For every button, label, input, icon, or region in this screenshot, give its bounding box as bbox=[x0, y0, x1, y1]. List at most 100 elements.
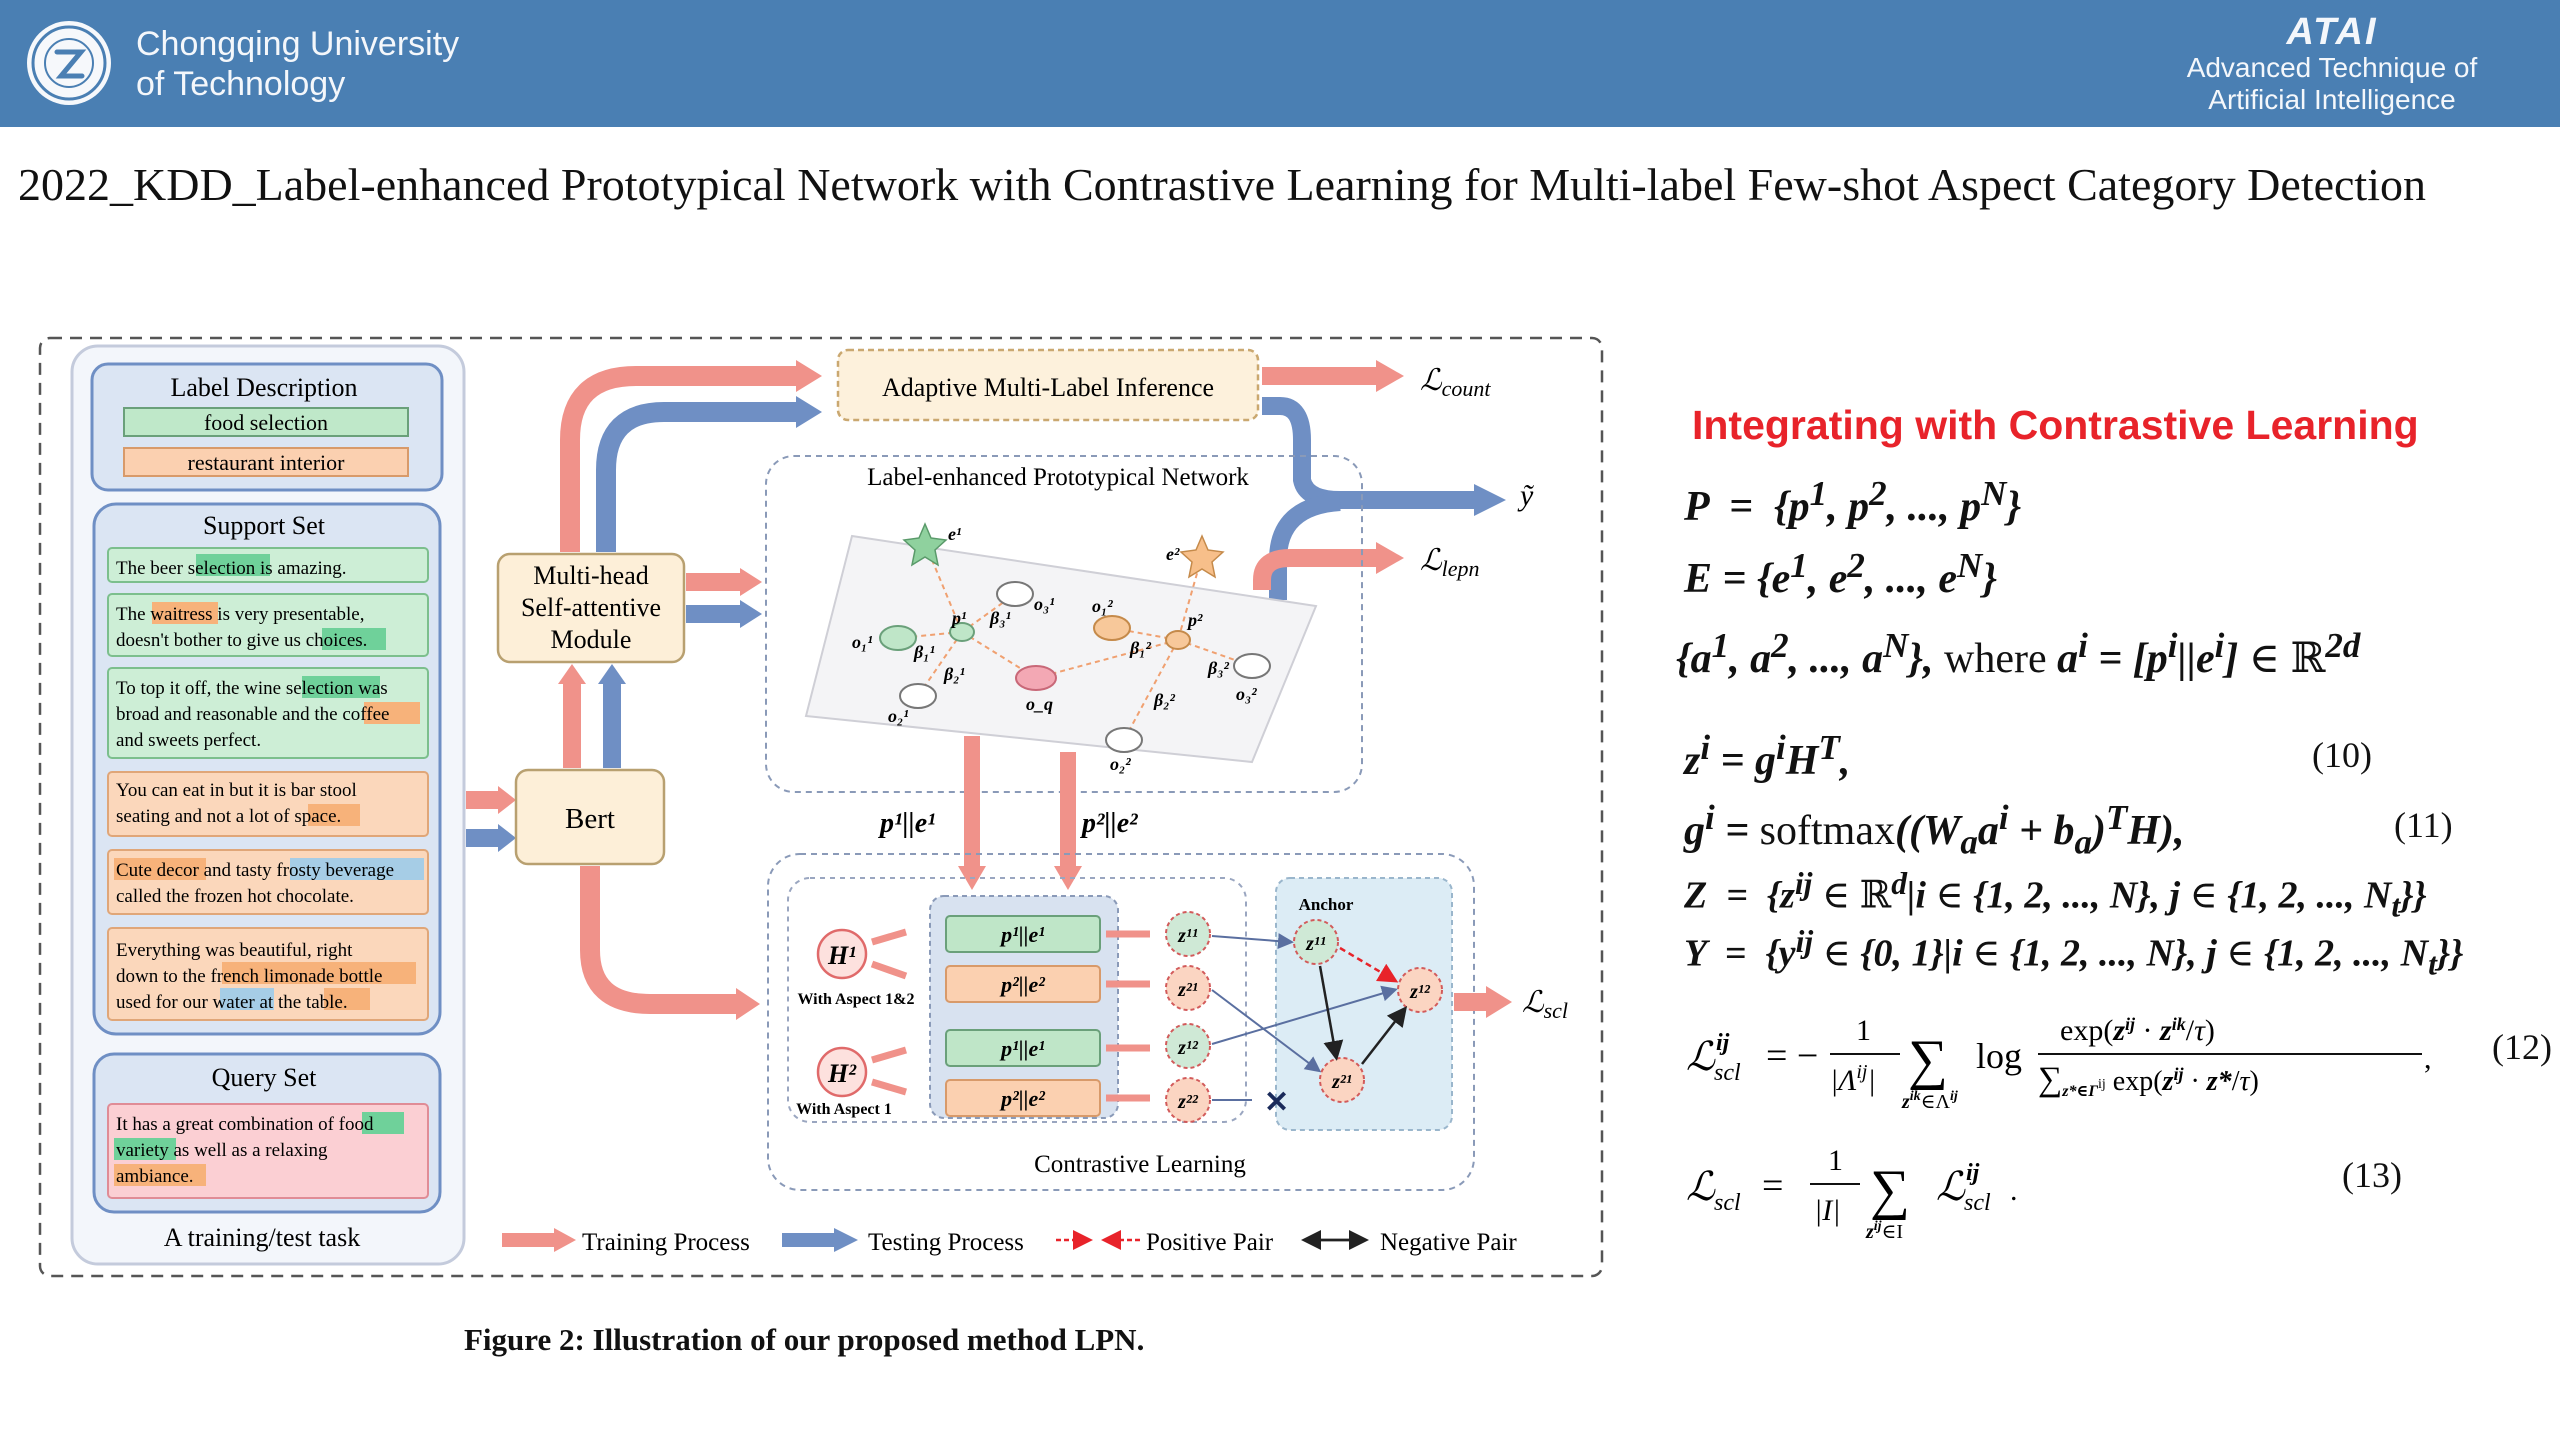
svg-text:zik∈Λij: zik∈Λij bbox=[1901, 1089, 1958, 1113]
concat-label-2: p²||e² bbox=[1080, 808, 1138, 839]
z-nodes: z¹¹ z²¹ z¹² z²² bbox=[1165, 911, 1211, 1123]
svg-text:ij: ij bbox=[1716, 1030, 1730, 1056]
train-arrow-to-ami bbox=[560, 366, 800, 552]
svg-text:o₃²: o₃² bbox=[1236, 684, 1257, 704]
task-label: A training/test task bbox=[164, 1223, 360, 1252]
equation-y: Y = {yij ∈ {0, 1}|i ∈ {1, 2, ..., N}, j … bbox=[1684, 924, 2464, 982]
figure-caption: Figure 2: Illustration of our proposed m… bbox=[464, 1322, 1145, 1357]
contrastive-inner bbox=[787, 877, 1247, 1123]
svg-text:∑: ∑ bbox=[1908, 1029, 1948, 1091]
h2-node bbox=[816, 1046, 868, 1098]
support-set-box: Support Set The beer selection is amazin… bbox=[92, 502, 442, 1036]
label-restaurant-interior: restaurant interior bbox=[188, 450, 346, 475]
svg-text:zij∈I: zij∈I bbox=[1865, 1219, 1903, 1243]
svg-text:o₁¹: o₁¹ bbox=[852, 632, 873, 652]
header-bar: Chongqing University of Technology ATAI … bbox=[0, 0, 2560, 127]
equation-number-12: (12) bbox=[2492, 1027, 2552, 1067]
svg-text:o₂¹: o₂¹ bbox=[888, 706, 909, 726]
svg-text:p¹||e¹: p¹||e¹ bbox=[999, 922, 1045, 947]
svg-text:z¹¹: z¹¹ bbox=[1177, 925, 1198, 947]
university-line-2: of Technology bbox=[136, 65, 346, 103]
svg-text:p²||e²: p²||e² bbox=[999, 1086, 1045, 1111]
svg-text:ℒ: ℒ bbox=[1686, 1034, 1716, 1079]
svg-text:z¹¹: z¹¹ bbox=[1305, 933, 1326, 955]
svg-text:β₂²: β₂² bbox=[1153, 690, 1175, 710]
svg-text:= −: = − bbox=[1766, 1035, 1818, 1077]
svg-text:∑: ∑ bbox=[1870, 1159, 1910, 1221]
svg-text:e¹: e¹ bbox=[948, 524, 961, 544]
svg-text:z²¹: z²¹ bbox=[1331, 1071, 1352, 1093]
lpn-label: Label-enhanced Prototypical Network bbox=[867, 464, 1249, 491]
legend-testing: Testing Process bbox=[868, 1229, 1024, 1256]
embedding-plane bbox=[804, 534, 1318, 764]
loss-scl-label: ℒscl bbox=[1522, 986, 1568, 1023]
aspect12-label: With Aspect 1&2 bbox=[797, 991, 914, 1008]
lab-full-line-1: Advanced Technique of bbox=[2186, 52, 2478, 83]
svg-text:log: log bbox=[1976, 1036, 2022, 1076]
figure-legend: Training Process Testing Process Positiv… bbox=[502, 1228, 1517, 1256]
svg-text:1: 1 bbox=[1828, 1144, 1843, 1177]
svg-text:β₁¹: β₁¹ bbox=[913, 642, 935, 662]
svg-text:|I|: |I| bbox=[1814, 1194, 1840, 1227]
mhsa-line-3: Module bbox=[551, 625, 632, 654]
university-line-1: Chongqing University bbox=[136, 25, 460, 63]
svg-text:H¹: H¹ bbox=[827, 941, 856, 970]
ami-label: Adaptive Multi-Label Inference bbox=[882, 373, 1214, 402]
svg-text:ij: ij bbox=[1966, 1160, 1980, 1186]
equation-z: Z = {zij ∈ ℝd|i ∈ {1, 2, ..., N}, j ∈ {1… bbox=[1684, 866, 2427, 924]
equation-10: zi = giHT, bbox=[1684, 728, 1851, 784]
legend-training: Training Process bbox=[582, 1229, 750, 1256]
svg-text:.: . bbox=[2010, 1174, 2018, 1207]
svg-text:o₃¹: o₃¹ bbox=[1034, 594, 1055, 614]
svg-text:β₃¹: β₃¹ bbox=[989, 608, 1011, 628]
label-description-title: Label Description bbox=[171, 373, 358, 402]
svg-text:scl: scl bbox=[1714, 1190, 1741, 1216]
h-arrows bbox=[870, 928, 908, 1096]
lpn-node-labels: e¹ e² o₁¹ o₃¹ o₂¹ o_q o₁² o₃² o₂² p¹ p² … bbox=[852, 524, 1257, 774]
test-arrow-to-ami bbox=[596, 402, 800, 552]
svg-text:=: = bbox=[1762, 1165, 1783, 1207]
query-set-box: Query Set It has a great combination of … bbox=[92, 1052, 442, 1214]
figure-border bbox=[38, 336, 1604, 1278]
mhsa-line-2: Self-attentive bbox=[521, 593, 661, 622]
anchor-nodes: z¹¹ z¹² z²¹ bbox=[1293, 919, 1443, 1103]
svg-text:ℒ: ℒ bbox=[1936, 1164, 1966, 1209]
equation-p: P = {p1, p2, ..., pN} bbox=[1684, 474, 2022, 530]
svg-text:H²: H² bbox=[827, 1059, 857, 1088]
contrastive-region bbox=[767, 853, 1475, 1191]
label-food-selection: food selection bbox=[204, 410, 328, 435]
equation-number-11: (11) bbox=[2394, 805, 2453, 845]
bert-box bbox=[514, 768, 666, 866]
concat-label-1: p¹||e¹ bbox=[878, 808, 936, 839]
loss-count-label: ℒcount bbox=[1420, 364, 1491, 401]
equation-number-13: (13) bbox=[2342, 1155, 2402, 1195]
university-name: Chongqing University of Technology bbox=[136, 24, 459, 104]
ami-box bbox=[836, 348, 1260, 422]
svg-text:∑z*∈Γij exp(zij · z*/τ): ∑z*∈Γij exp(zij · z*/τ) bbox=[2038, 1061, 2259, 1100]
svg-text:p²||e²: p²||e² bbox=[999, 972, 1045, 997]
equation-e: E = {e1, e2, ..., eN} bbox=[1684, 546, 1997, 602]
svg-text:p¹: p¹ bbox=[950, 608, 966, 628]
equation-13: ℒ scl = 1 |I| ∑ zij∈I ℒ ij scl . bbox=[1686, 1144, 2018, 1243]
contrastive-label: Contrastive Learning bbox=[1034, 1151, 1246, 1178]
lab-logo: ATAI Advanced Technique of Artificial In… bbox=[2132, 12, 2532, 116]
anchor-label: Anchor bbox=[1299, 895, 1354, 914]
university-logo-icon bbox=[27, 21, 111, 105]
equation-a: {a1, a2, ..., aN}, where ai = [pi||ei] ∈… bbox=[1676, 626, 2361, 682]
negative-cross-icon: ✕ bbox=[1264, 1086, 1289, 1119]
equation-number-10: (10) bbox=[2312, 735, 2372, 775]
query-set-title: Query Set bbox=[212, 1063, 317, 1092]
loss-lepn-label: ℒlepn bbox=[1420, 544, 1480, 581]
concat-blocks: p¹||e¹ p²||e² p¹||e¹ p²||e² bbox=[945, 915, 1101, 1117]
equation-12: ℒ ij scl = − 1 |Λij| ∑ zik∈Λij log exp(z… bbox=[1686, 1014, 2432, 1113]
label-description-box: Label Description food selection restaur… bbox=[90, 362, 444, 492]
svg-text:z²²: z²² bbox=[1177, 1091, 1199, 1113]
svg-text:p²: p² bbox=[1186, 610, 1203, 630]
svg-text:β₂¹: β₂¹ bbox=[943, 664, 965, 684]
train-arrow-to-contrastive bbox=[580, 866, 740, 1014]
svg-text:1: 1 bbox=[1856, 1014, 1871, 1047]
support-sentence-1: The beer selection is amazing. bbox=[116, 558, 347, 579]
svg-text:z¹²: z¹² bbox=[1409, 981, 1431, 1003]
